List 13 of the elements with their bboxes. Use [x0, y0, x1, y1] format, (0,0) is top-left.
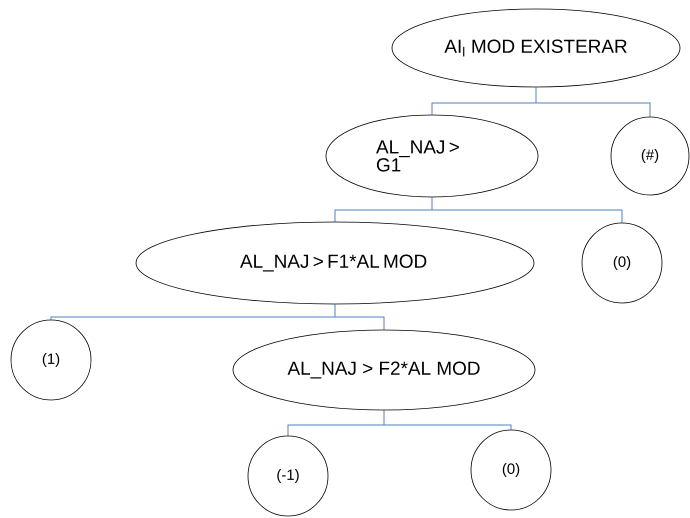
ellipse-node: AL_NAJ > F2*AL MOD — [232, 330, 536, 410]
ellipse-node: AL_NAJ > G1 — [326, 114, 538, 198]
connector-line — [334, 304, 384, 330]
ellipse-node: AL_NAJ > F1*AL MOD — [136, 222, 534, 304]
connector-line — [536, 86, 650, 118]
connector-line — [432, 196, 622, 224]
circle-node: (0) — [470, 430, 552, 510]
circle-node: (#) — [610, 116, 690, 196]
connector-line — [384, 410, 512, 430]
circle-node: (0) — [582, 222, 662, 304]
circle-node: (-1) — [248, 436, 328, 516]
ellipse-node: AI$_{l}$ MOD EXISTERAR — [392, 8, 680, 88]
circle-node: (1) — [10, 320, 92, 400]
